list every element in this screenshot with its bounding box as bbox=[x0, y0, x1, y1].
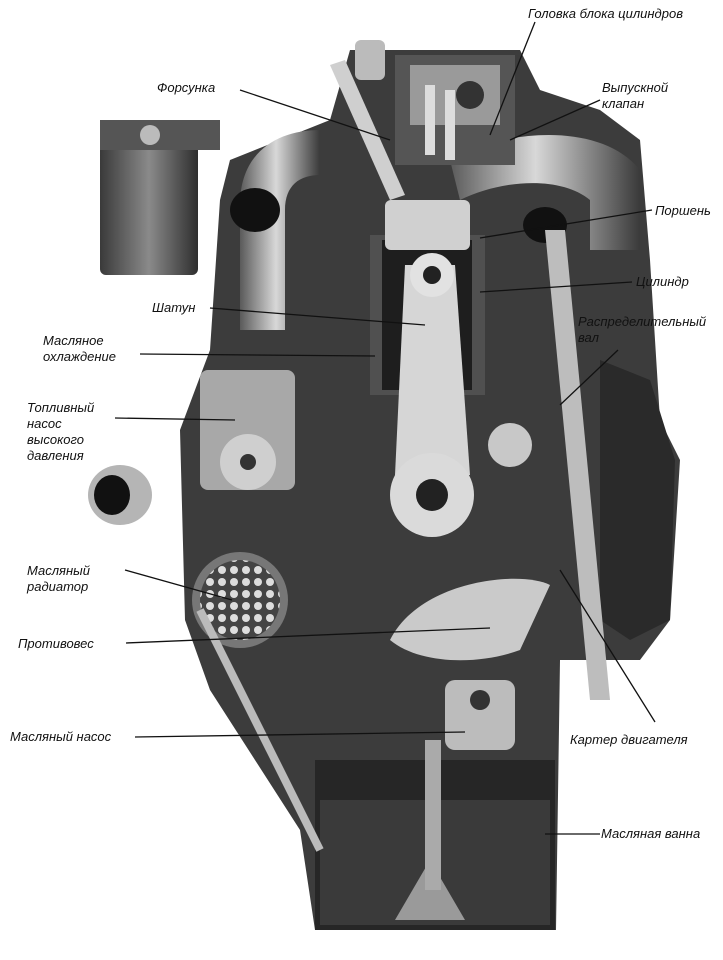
leader-oil-radiator bbox=[124, 569, 233, 601]
leader-oil-cooling bbox=[139, 353, 376, 357]
oil-radiator bbox=[192, 552, 288, 648]
leader-cylinder-head bbox=[489, 21, 536, 136]
leader-camshaft bbox=[559, 349, 619, 406]
leader-crankcase bbox=[559, 569, 656, 723]
label-counterweight: Противовес bbox=[18, 636, 94, 651]
oil-filter bbox=[100, 120, 220, 275]
leader-lines bbox=[114, 21, 656, 835]
label-oil-pan: Масляная ванна bbox=[601, 826, 701, 841]
connecting-rod bbox=[390, 253, 474, 537]
intake-pipe bbox=[230, 130, 320, 330]
label-camshaft: Распределительный вал bbox=[578, 314, 707, 345]
injector bbox=[330, 40, 405, 200]
label-crankcase: Картер двигателя bbox=[570, 732, 688, 747]
label-oil-cooling: Масляное охлаждение bbox=[43, 333, 116, 364]
leader-connecting-rod bbox=[209, 307, 426, 326]
dipstick-tube bbox=[196, 608, 324, 852]
label-exhaust-valve: Выпускной клапан bbox=[602, 80, 669, 111]
fuel-pump bbox=[88, 370, 295, 525]
label-oil-radiator: Масляный радиатор bbox=[27, 563, 90, 594]
label-fuel-pump: Топливный насос высокого давления bbox=[27, 400, 95, 463]
label-piston: Поршень bbox=[655, 203, 711, 218]
leader-counterweight bbox=[125, 627, 491, 644]
camshaft bbox=[488, 230, 610, 700]
counterweight bbox=[390, 578, 550, 661]
leader-piston bbox=[479, 209, 653, 239]
label-injector: Форсунка bbox=[157, 80, 216, 95]
leader-oil-pump bbox=[134, 731, 466, 738]
label-cylinder-head: Головка блока цилиндров bbox=[528, 6, 683, 21]
piston bbox=[385, 200, 470, 250]
leader-injector bbox=[239, 89, 391, 141]
label-cylinder: Цилиндр bbox=[636, 274, 689, 289]
leader-cylinder bbox=[479, 281, 633, 293]
label-connecting-rod: Шатун bbox=[152, 300, 196, 315]
leader-fuel-pump bbox=[114, 417, 236, 421]
cylinder-head bbox=[395, 55, 515, 165]
label-oil-pump: Масляный насос bbox=[10, 729, 112, 744]
leader-exhaust-valve bbox=[509, 99, 601, 141]
